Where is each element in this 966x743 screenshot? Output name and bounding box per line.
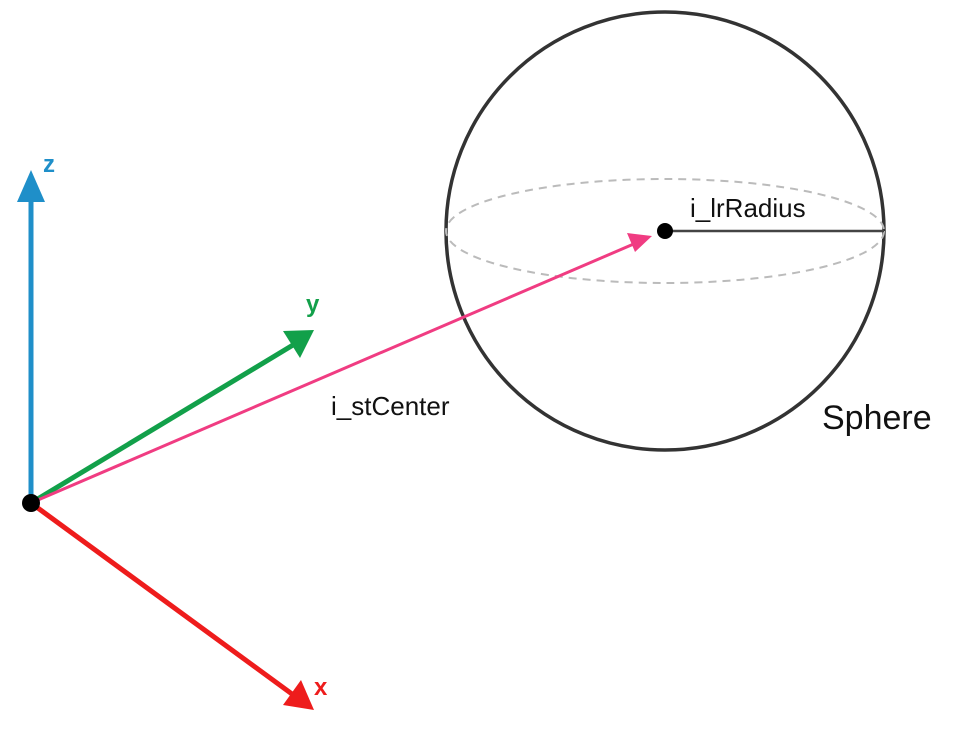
z-axis-label: z xyxy=(43,151,55,178)
x-axis-label: x xyxy=(314,674,328,701)
sphere-center-point xyxy=(657,223,673,239)
center-vector-label: i_stCenter xyxy=(331,391,450,421)
center-vector-line xyxy=(30,241,637,505)
radius-label: i_lrRadius xyxy=(690,193,806,223)
center-vector-arrowhead xyxy=(627,233,652,252)
origin-point xyxy=(22,494,40,512)
z-axis-arrowhead xyxy=(17,170,45,202)
sphere-title: Sphere xyxy=(822,399,932,437)
y-axis-arrowhead xyxy=(283,330,314,358)
y-axis-line xyxy=(29,342,295,506)
x-axis-arrowhead xyxy=(283,680,314,710)
x-axis-line xyxy=(29,500,294,697)
y-axis-label: y xyxy=(306,291,320,318)
